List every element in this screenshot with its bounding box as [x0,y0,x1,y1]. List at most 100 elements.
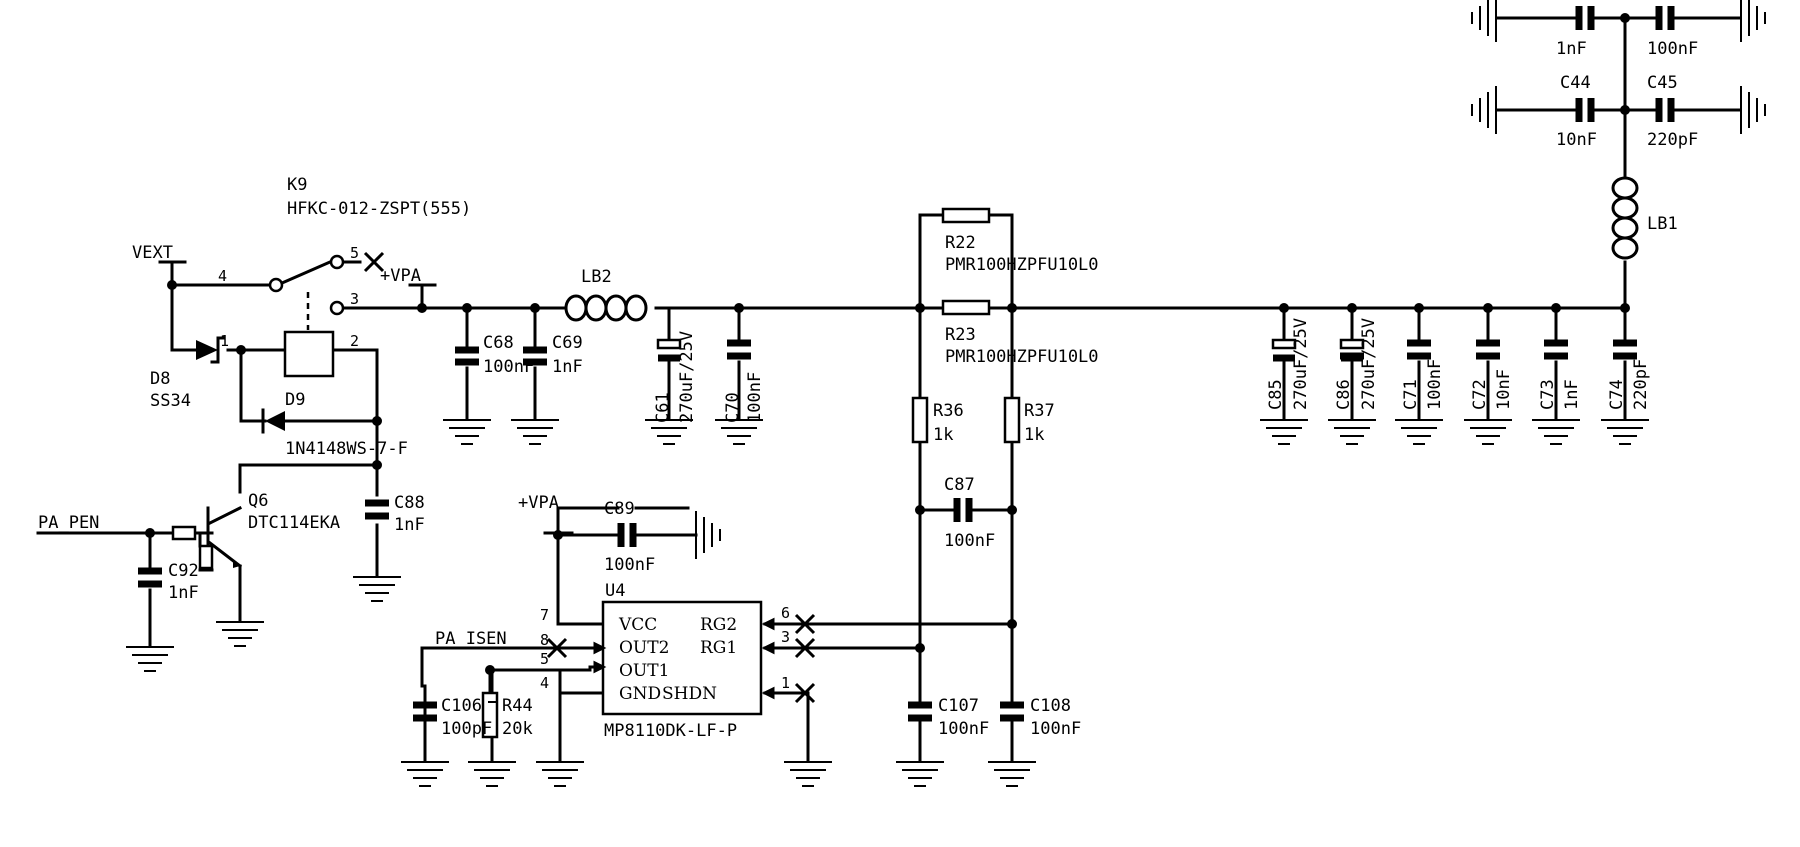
net-vext: VEXT [132,243,173,263]
diode-d9 [261,408,285,434]
net-vpa: +VPA [380,266,421,286]
rotated-labels: C61 270uF/25V C70 100nF C85 270uF/25V C8… [653,318,1651,423]
c107-ref: C107 [938,696,979,716]
q6-ref: Q6 [248,491,268,511]
r36-value: 1k [933,425,953,445]
c61-value: 270uF/25V [677,331,697,423]
inductor-lb1 [1611,176,1639,260]
c92-ref: C92 [168,561,199,581]
c44-ref: C44 [1560,73,1591,93]
c89-ref: C89 [604,499,635,519]
u4-ref: U4 [605,581,625,601]
u4-pin-rg1: RG1 [700,638,737,658]
relay-pin-5: 5 [350,244,359,262]
c86-ref: C86 [1334,379,1354,410]
d9-value: 1N4148WS-7-F [285,439,408,459]
c87-ref: C87 [944,475,975,495]
u4-pin-shdn: SHDN [662,684,717,704]
c72-value: 10nF [1494,369,1514,410]
c88-ref: C88 [394,493,425,513]
u4-pin-gnd: GND [619,684,661,704]
c61-ref: C61 [653,392,673,423]
u4-pin4-num: 4 [540,674,549,692]
resistor-r37 [1003,396,1021,444]
diode-d8 [196,336,226,364]
c45-value: 220pF [1647,130,1698,150]
c89-value: 100nF [604,555,655,575]
r36-ref: R36 [933,401,964,421]
u4-pin5-num: 5 [540,650,549,668]
c87-value: 100nF [944,531,995,551]
u4-pin-arrows [593,617,775,700]
u4-pin-vcc: VCC [618,615,657,635]
c68-value: 100nF [483,357,534,377]
c107-value: 100nF [938,719,989,739]
r37-ref: R37 [1024,401,1055,421]
c45-ref: C45 [1647,73,1678,93]
c108-ref: C108 [1030,696,1071,716]
c88-value: 1nF [394,515,425,535]
c85-ref: C85 [1266,379,1286,410]
c71-value: 100nF [1425,359,1445,410]
u4-pin-out2: OUT2 [619,638,669,658]
relay-coil [283,330,335,378]
c-top-left-value: 1nF [1556,39,1587,59]
q6-emitter-arrow [233,562,240,568]
net-pa-pen: PA_PEN [38,513,99,533]
wires [36,16,1742,762]
c74-value: 220pF [1631,359,1651,410]
inductor-lb2 [564,294,648,322]
u4-value: MP8110DK-LF-P [604,721,737,741]
c92-value: 1nF [168,583,199,603]
relay-pin-3: 3 [350,290,359,308]
r37-value: 1k [1024,425,1044,445]
resistor-r23 [941,299,991,316]
resistor-r36 [911,396,929,444]
u4-pin-rg2: RG2 [700,615,737,635]
c69-value: 1nF [552,357,583,377]
relay-ref: K9 [287,175,307,195]
c68-ref: C68 [483,333,514,353]
q6-bias-resistor [198,544,214,570]
c72-ref: C72 [1470,379,1490,410]
c71-ref: C71 [1401,379,1421,410]
lb2-ref: LB2 [581,267,612,287]
net-pa-isen: PA_ISEN [435,629,507,649]
c106-value: 100pF [441,719,492,739]
q6-value: DTC114EKA [248,513,340,533]
r23-value: PMR100HZPFU10L0 [945,347,1099,367]
c70-ref: C70 [723,392,743,423]
c69-ref: C69 [552,333,583,353]
resistor-r44 [481,691,499,739]
ic-u4 [601,600,763,716]
relay-pin-2: 2 [350,332,359,350]
resistor-r22 [941,207,991,224]
r23-ref: R23 [945,325,976,345]
c74-ref: C74 [1607,379,1627,410]
c86-value: 270uF/25V [1359,318,1379,410]
c70-value: 100nF [745,372,765,423]
relay-pin-4: 4 [218,267,227,285]
u4-pin8-num: 8 [540,631,549,649]
power-flags [158,251,574,535]
c-top-right-value: 100nF [1647,39,1698,59]
c108-value: 100nF [1030,719,1081,739]
relay-value: HFKC-012-ZSPT(555) [287,199,471,219]
u4-pin6-num: 6 [781,604,790,622]
u4-pin3-num: 3 [781,628,790,646]
c73-ref: C73 [1538,379,1558,410]
lb1-ref: LB1 [1647,214,1678,234]
u4-pin-out1: OUT1 [619,661,669,681]
c106-ref: C106 [441,696,482,716]
c85-value: 270uF/25V [1291,318,1311,410]
capacitors [138,6,1742,722]
r44-value: 20k [502,719,533,739]
c44-value: 10nF [1556,130,1597,150]
r44-ref: R44 [502,696,533,716]
net-vpa-2: +VPA [518,493,559,513]
d8-value: SS34 [150,391,191,411]
no-connect-marks [546,613,816,704]
labels: K9 HFKC-012-ZSPT(555) 4 5 3 1 2 VEXT +VP… [38,39,1698,741]
c73-value: 1nF [1562,379,1582,410]
